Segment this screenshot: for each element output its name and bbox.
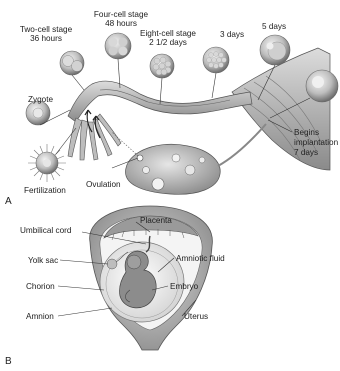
implantation-line-1: Begins bbox=[294, 128, 338, 138]
eight-cell-stage-time: 2 1/2 days bbox=[136, 38, 200, 47]
fertilization-cell bbox=[28, 144, 66, 182]
zygote-label: Zygote bbox=[28, 95, 53, 104]
implantation-blastocyst bbox=[306, 70, 338, 102]
amniotic-fluid-label: Amniotic fluid bbox=[176, 254, 225, 263]
yolk-sac-label: Yolk sac bbox=[28, 256, 58, 265]
eight-cell-stage-title: Eight-cell stage bbox=[136, 29, 200, 38]
panel-a-letter: A bbox=[5, 197, 12, 206]
three-days-label: 3 days bbox=[220, 30, 244, 39]
umbilical-cord-label: Umbilical cord bbox=[20, 226, 71, 235]
embryo-label: Embryo bbox=[170, 282, 198, 291]
zygote-cell bbox=[26, 101, 50, 125]
uterus-label: Uterus bbox=[184, 312, 208, 321]
ovulation-label: Ovulation bbox=[86, 180, 121, 189]
eight-cell-stage-label: Eight-cell stage 2 1/2 days bbox=[136, 29, 200, 47]
panel-b-letter: B bbox=[5, 357, 12, 366]
four-cell-stage-label: Four-cell stage 48 hours bbox=[92, 10, 150, 28]
two-cell-stage-cell bbox=[60, 51, 84, 75]
fimbriae bbox=[68, 114, 121, 160]
four-cell-stage-cell bbox=[105, 33, 131, 59]
amnion-label: Amnion bbox=[26, 312, 54, 321]
implantation-label: Begins implantation 7 days bbox=[294, 128, 338, 158]
chorion-label: Chorion bbox=[26, 282, 55, 291]
placenta-label: Placenta bbox=[140, 216, 172, 225]
ovary bbox=[125, 124, 266, 194]
two-cell-stage-label: Two-cell stage 36 hours bbox=[16, 25, 76, 43]
two-cell-stage-title: Two-cell stage bbox=[16, 25, 76, 34]
three-days-cell bbox=[203, 47, 229, 73]
four-cell-stage-title: Four-cell stage bbox=[92, 10, 150, 19]
five-days-label: 5 days bbox=[262, 22, 286, 31]
fertilization-label: Fertilization bbox=[24, 186, 66, 195]
implantation-line-3: 7 days bbox=[294, 148, 338, 158]
four-cell-stage-time: 48 hours bbox=[92, 19, 150, 28]
implantation-line-2: implantation bbox=[294, 138, 338, 148]
eight-cell-stage-cell bbox=[150, 54, 174, 78]
five-days-cell bbox=[260, 35, 290, 65]
two-cell-stage-time: 36 hours bbox=[16, 34, 76, 43]
